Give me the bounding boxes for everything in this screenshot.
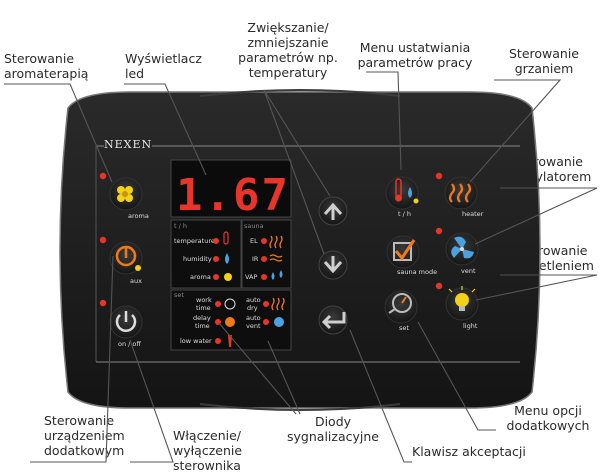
label-on-off: on / off: [118, 340, 141, 348]
droplet-small-icon: [225, 253, 229, 264]
led-aroma-indicator: [213, 274, 219, 280]
label-dry: dry: [247, 304, 258, 312]
sun-tiny-icon: [413, 198, 419, 204]
label-light: light: [463, 322, 478, 330]
label-vap: VAP: [245, 273, 257, 281]
fan-icon: [451, 236, 474, 259]
led-ir: [261, 256, 267, 262]
label-sauna-header: sauna: [244, 222, 264, 230]
arrow-down-icon: [323, 256, 343, 274]
led-vap: [261, 274, 267, 280]
callout-lines: [4, 71, 598, 463]
checkbox-icon: [393, 242, 412, 261]
label-aux: aux: [130, 277, 142, 285]
led-auto-vent: [263, 319, 269, 325]
callout-extra-options: Menu opcji dodatkowych: [506, 403, 590, 433]
label-delay-time: time: [195, 322, 210, 330]
callout-display-led: Wyświetlacz led: [125, 51, 202, 81]
label-humidity: humidity: [183, 255, 212, 263]
accept-button[interactable]: [318, 305, 348, 335]
dry-waves-icon: [271, 297, 285, 311]
callout-heating: Sterowanie grzaniem: [508, 46, 579, 76]
label-vent-ind: vent: [246, 322, 261, 330]
led-low-water: [215, 338, 221, 344]
flower-small-icon: [224, 273, 232, 281]
light-button[interactable]: light: [445, 286, 479, 330]
enter-icon: [321, 312, 346, 330]
heat-waves-small-icon: [269, 235, 283, 249]
th-button[interactable]: t / h: [385, 176, 419, 218]
label-vent: vent: [461, 267, 476, 275]
bulb-icon: [448, 286, 476, 311]
flower-icon: [117, 186, 133, 202]
clock-icon: [224, 298, 236, 310]
power-button[interactable]: on / off: [109, 305, 143, 348]
label-auto-vent: auto: [246, 314, 261, 322]
arrow-up-icon: [323, 202, 343, 220]
label-set-header: set: [174, 291, 184, 299]
aroma-button[interactable]: aroma: [109, 177, 149, 220]
callout-power: Włączenie/ wyłączenie sterownika: [173, 428, 243, 473]
droplet-icon: [408, 187, 412, 198]
label-temperature: temperature: [174, 237, 215, 245]
label-set-button: set: [399, 324, 409, 332]
label-th-header: t / h: [174, 222, 187, 230]
led-humidity: [213, 256, 219, 262]
label-work-time: time: [196, 304, 211, 312]
callout-aromatherapy: Sterowanie aromaterapią: [4, 51, 89, 81]
label-aroma-indicator: aroma: [190, 273, 211, 281]
ir-waves-small-icon: [269, 254, 283, 262]
label-work: work: [196, 296, 212, 304]
panel-bottom-arc: [199, 403, 401, 411]
label-heater: heater: [462, 210, 484, 218]
label-delay: delay: [193, 314, 211, 322]
vapor-drops-small-icon: [271, 270, 283, 280]
led-display: [170, 159, 292, 218]
bulb-tiny-icon: [135, 265, 141, 271]
sauna-mode-button[interactable]: sauna mode: [386, 235, 437, 276]
label-auto-dry: auto: [246, 296, 261, 304]
power-icon: [115, 314, 137, 332]
led-aux: [99, 236, 107, 244]
thermometer-small-icon: [223, 231, 229, 245]
led-vent: [435, 227, 443, 235]
timer-icon: [225, 317, 235, 327]
panel-top-arc: [199, 89, 401, 97]
label-ir: IR: [252, 255, 259, 263]
callout-accept-key: Klawisz akceptacji: [412, 444, 526, 459]
led-work-time: [215, 301, 221, 307]
label-low-water: low water: [180, 337, 212, 345]
led-el: [261, 238, 267, 244]
down-button[interactable]: [318, 250, 348, 280]
label-sauna-mode: sauna mode: [397, 268, 437, 276]
led-auto-dry: [263, 301, 269, 307]
label-th-button: t / h: [398, 210, 411, 218]
led-display-value: 1.67: [176, 170, 290, 221]
callout-settings-menu: Menu ustatwiania parametrów pracy: [357, 40, 473, 70]
up-button[interactable]: [318, 196, 348, 226]
brand-logo: NEXEN: [104, 138, 152, 151]
heat-waves-icon: [448, 183, 472, 203]
fan-small-icon: [274, 317, 284, 327]
callout-temp-adjust: Zwiększanie/ zmniejszanie parametrów np.…: [238, 20, 338, 80]
led-power: [99, 299, 107, 307]
led-temperature: [213, 238, 219, 244]
callout-indicator-leds: Diody sygnalizacyjne: [287, 414, 379, 444]
led-aroma: [99, 172, 107, 180]
set-button[interactable]: set: [384, 290, 418, 332]
led-heater: [435, 172, 443, 180]
heater-button[interactable]: heater: [444, 176, 484, 218]
vent-button[interactable]: vent: [445, 232, 479, 275]
gauge-icon: [392, 293, 412, 313]
aux-button[interactable]: aux: [109, 241, 143, 285]
label-el: EL: [250, 237, 258, 245]
led-light: [435, 282, 443, 290]
callout-aux-device: Sterowanie urządzeniem dodatkowym: [44, 413, 125, 458]
label-aroma-button: aroma: [128, 212, 149, 220]
